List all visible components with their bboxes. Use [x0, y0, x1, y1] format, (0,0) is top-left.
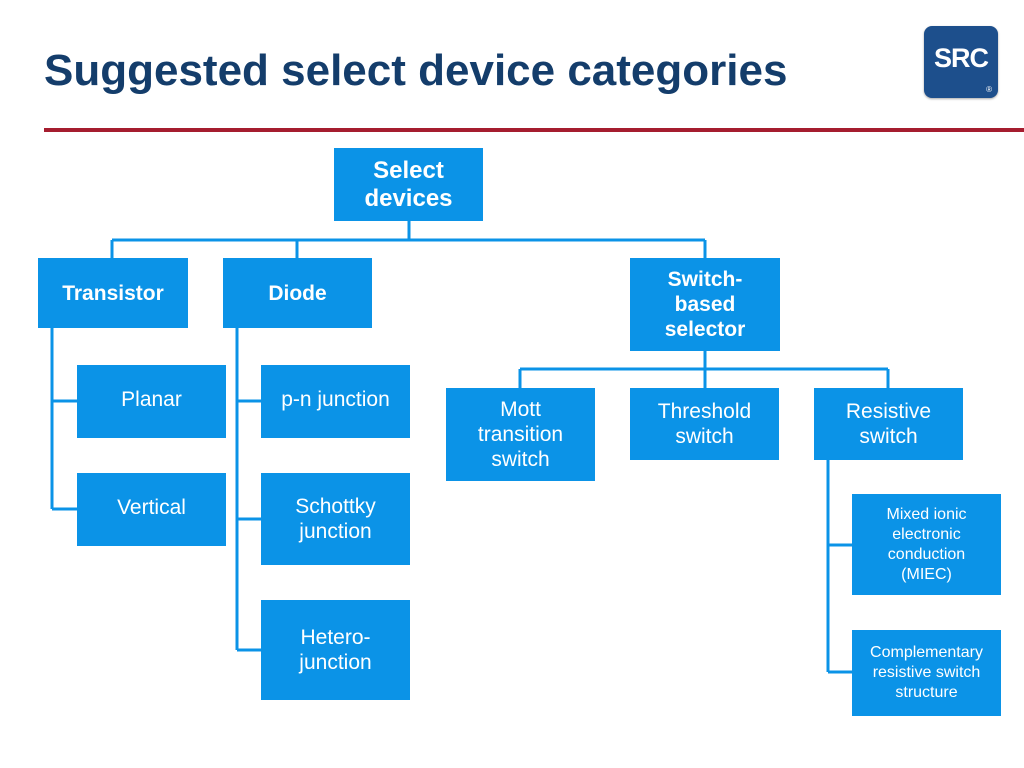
node-switch-based-selector: Switch- based selector	[630, 258, 780, 351]
slide-title: Suggested select device categories	[44, 46, 788, 95]
title-divider	[44, 128, 1024, 132]
node-vertical: Vertical	[77, 473, 226, 546]
registered-mark: ®	[986, 85, 992, 94]
node-diode: Diode	[223, 258, 372, 328]
node-transistor: Transistor	[38, 258, 188, 328]
node-pn-junction: p-n junction	[261, 365, 410, 438]
node-mott-transition-switch: Mott transition switch	[446, 388, 595, 481]
logo-text: SRC	[933, 43, 989, 73]
node-threshold-switch: Threshold switch	[630, 388, 779, 460]
node-planar: Planar	[77, 365, 226, 438]
src-logo: SRC ®	[924, 26, 998, 98]
node-schottky-junction: Schottky junction	[261, 473, 410, 565]
node-select-devices: Select devices	[334, 148, 483, 221]
node-resistive-switch: Resistive switch	[814, 388, 963, 460]
node-miec: Mixed ionic electronic conduction (MIEC)	[852, 494, 1001, 595]
node-complementary-resistive-switch: Complementary resistive switch structure	[852, 630, 1001, 716]
node-hetero-junction: Hetero- junction	[261, 600, 410, 700]
